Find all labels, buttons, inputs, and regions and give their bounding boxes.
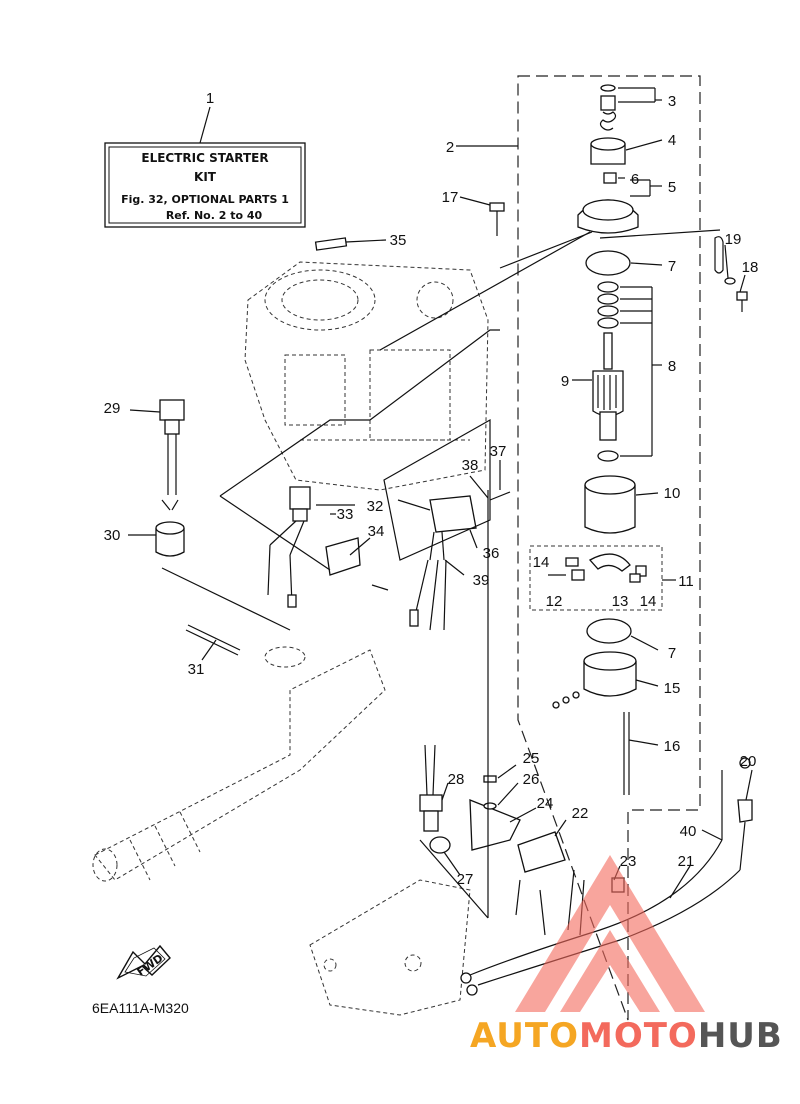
callout-25: 25 <box>523 750 540 767</box>
brand-auto: AUTO <box>470 1016 579 1056</box>
callout-7-top: 7 <box>668 258 676 275</box>
kit-fig-ref: Fig. 32, OPTIONAL PARTS 1 <box>121 193 289 206</box>
callout-37: 37 <box>490 443 507 460</box>
kit-subtitle: KIT <box>194 170 217 184</box>
kit-label-box: ELECTRIC STARTER KIT Fig. 32, OPTIONAL P… <box>104 106 306 228</box>
callout-34: 34 <box>368 523 385 540</box>
callout-28: 28 <box>448 771 465 788</box>
callout-20: 20 <box>740 753 757 770</box>
callout-12: 12 <box>546 593 563 610</box>
callout-7-bottom: 7 <box>668 645 676 662</box>
callout-16: 16 <box>664 738 681 755</box>
callout-3: 3 <box>668 93 676 110</box>
callout-4: 4 <box>668 132 676 149</box>
callout-35: 35 <box>390 232 407 249</box>
callout-33: 33 <box>337 506 354 523</box>
lower-electrical-parts <box>419 744 753 996</box>
callout-24: 24 <box>537 795 554 812</box>
callout-5: 5 <box>668 179 676 196</box>
callout-38: 38 <box>462 457 479 474</box>
callout-29: 29 <box>104 400 121 417</box>
callout-39: 39 <box>473 572 490 589</box>
callout-6: 6 <box>631 171 639 188</box>
callout-11: 11 <box>678 573 694 590</box>
diagram-code: 6EA111A-M320 <box>92 1000 189 1016</box>
brand-hub: HUB <box>697 1016 783 1056</box>
callout-17: 17 <box>442 189 459 206</box>
callout-18: 18 <box>742 259 759 276</box>
callout-1: 1 <box>206 90 214 107</box>
leader-lines <box>128 87 753 919</box>
callout-22: 22 <box>572 805 589 822</box>
fwd-direction-badge: FWD <box>116 944 171 980</box>
callout-36: 36 <box>483 545 500 562</box>
callout-2: 2 <box>446 139 454 156</box>
tiller-handle <box>92 646 386 882</box>
brand-moto: MOTO <box>578 1016 698 1056</box>
misc-parts <box>155 237 511 656</box>
callout-40: 40 <box>680 823 697 840</box>
callout-14-left: 14 <box>533 554 550 571</box>
watermark-brand: AUTOMOTOHUB <box>470 1016 795 1066</box>
callout-31: 31 <box>188 661 205 678</box>
callout-32: 32 <box>367 498 384 515</box>
callout-8: 8 <box>668 358 676 375</box>
starter-parts <box>489 84 748 795</box>
watermark-triangle <box>515 855 705 1012</box>
callout-27: 27 <box>457 871 474 888</box>
kit-title: ELECTRIC STARTER <box>141 151 268 165</box>
callout-19: 19 <box>725 231 742 248</box>
engine-powerhead <box>244 261 489 491</box>
callout-21: 21 <box>678 853 695 870</box>
callout-13: 13 <box>612 593 629 610</box>
lower-bracket <box>309 879 471 1016</box>
callout-23: 23 <box>620 853 637 870</box>
callout-26: 26 <box>523 771 540 788</box>
callout-9: 9 <box>561 373 569 390</box>
callout-labels: 1 2 3 4 5 6 7 8 9 10 11 12 13 14 14 15 1… <box>104 90 759 888</box>
starter-assembly-outline <box>517 75 701 1021</box>
callout-14-right: 14 <box>640 593 657 610</box>
callout-15: 15 <box>664 680 681 697</box>
kit-ref-range: Ref. No. 2 to 40 <box>166 209 263 222</box>
callout-30: 30 <box>104 527 121 544</box>
callout-10: 10 <box>664 485 681 502</box>
